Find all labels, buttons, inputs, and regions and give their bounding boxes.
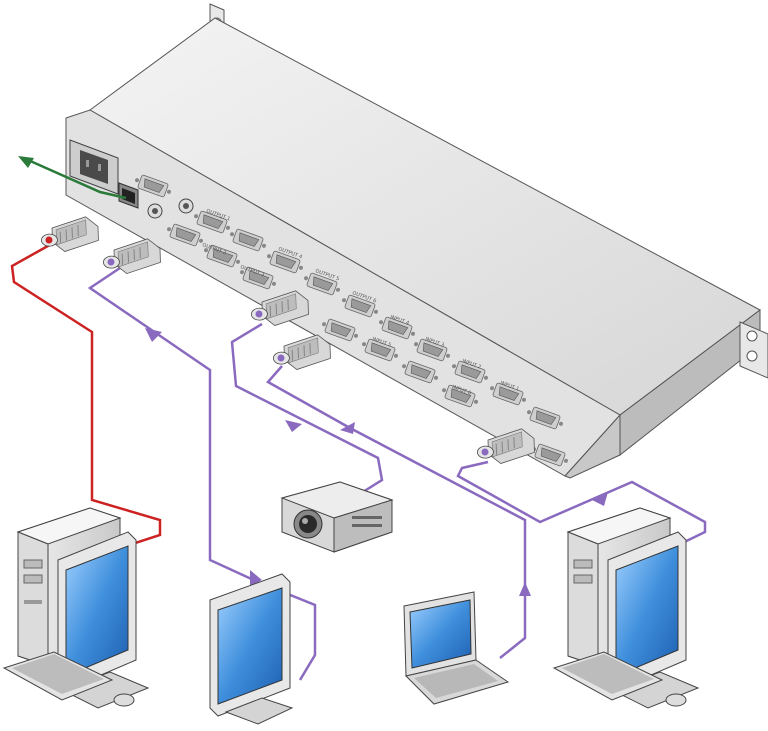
video-cables: [87, 266, 707, 681]
projector: [280, 481, 394, 553]
ethernet-cable: [27, 158, 127, 200]
ethernet-port: [118, 182, 139, 209]
arrow-icon: [18, 156, 34, 168]
laptop: [403, 591, 510, 705]
video-plug: [102, 238, 162, 275]
rackmount-switcher: [65, 3, 768, 479]
control-plug: [40, 216, 100, 253]
video-plug: [476, 428, 536, 465]
source-pc: [552, 507, 700, 709]
output-monitor: [209, 573, 294, 725]
power-inlet: [69, 139, 119, 195]
control-cable: [10, 240, 162, 550]
video-plug: [272, 334, 332, 371]
control-pc: [2, 507, 150, 709]
